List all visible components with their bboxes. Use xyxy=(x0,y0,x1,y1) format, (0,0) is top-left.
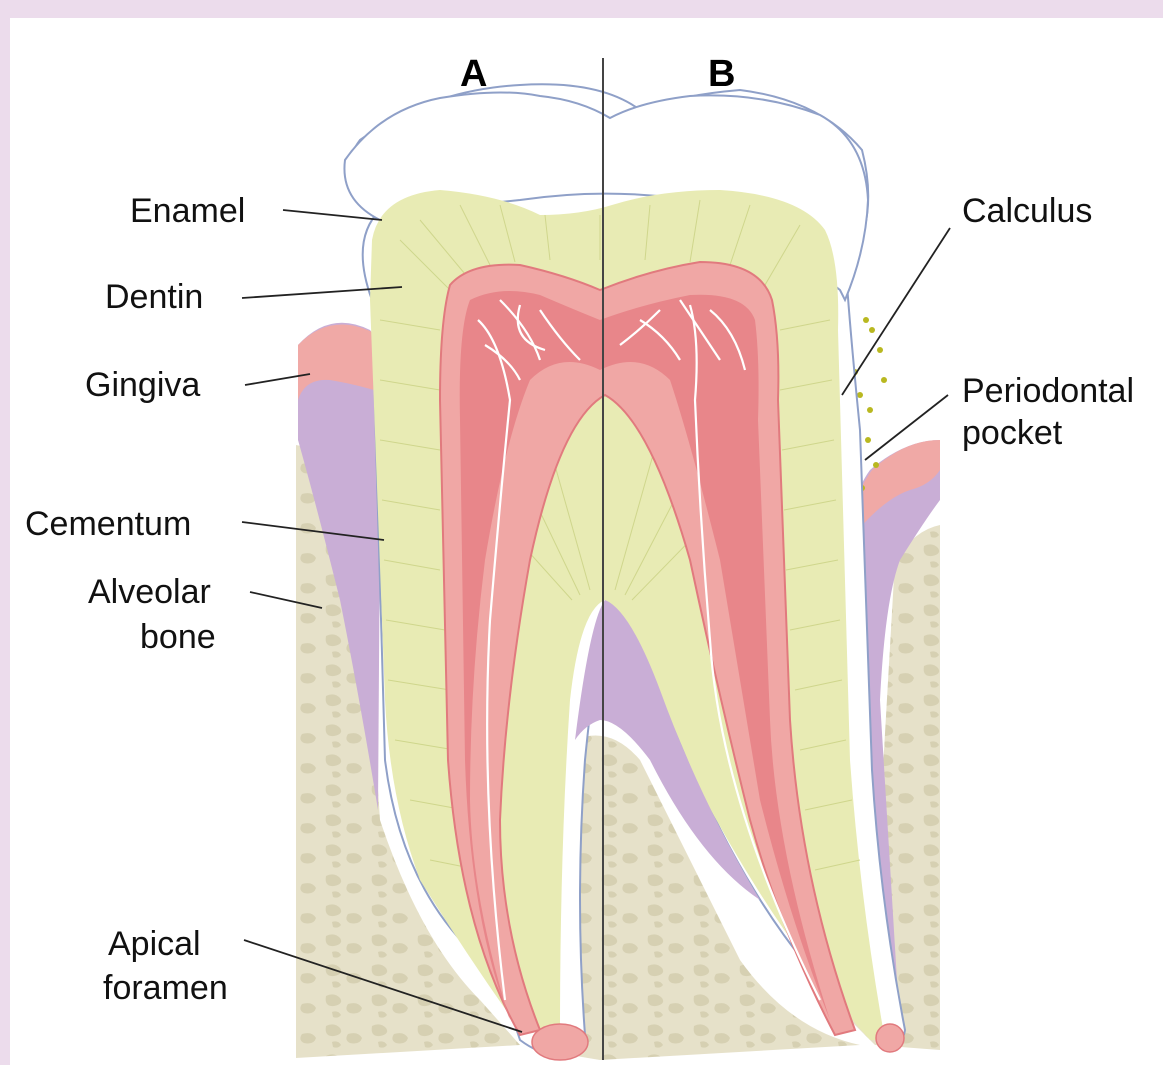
label-periodontal: Periodontal xyxy=(962,372,1134,410)
label-calculus: Calculus xyxy=(962,192,1092,230)
apical-foramen-right xyxy=(876,1024,904,1052)
label-bone: bone xyxy=(140,618,216,656)
label-enamel: Enamel xyxy=(130,192,245,230)
label-dentin: Dentin xyxy=(105,278,203,316)
label-apical: Apical xyxy=(108,925,201,963)
panel-label-a: A xyxy=(460,53,487,95)
apical-foramen-left xyxy=(532,1024,588,1060)
label-cementum: Cementum xyxy=(25,505,191,543)
label-pocket: pocket xyxy=(962,414,1063,452)
label-foramen: foramen xyxy=(103,969,228,1007)
label-alveolar: Alveolar xyxy=(88,573,211,611)
panel-label-b: B xyxy=(708,53,735,95)
label-gingiva: Gingiva xyxy=(85,366,200,404)
